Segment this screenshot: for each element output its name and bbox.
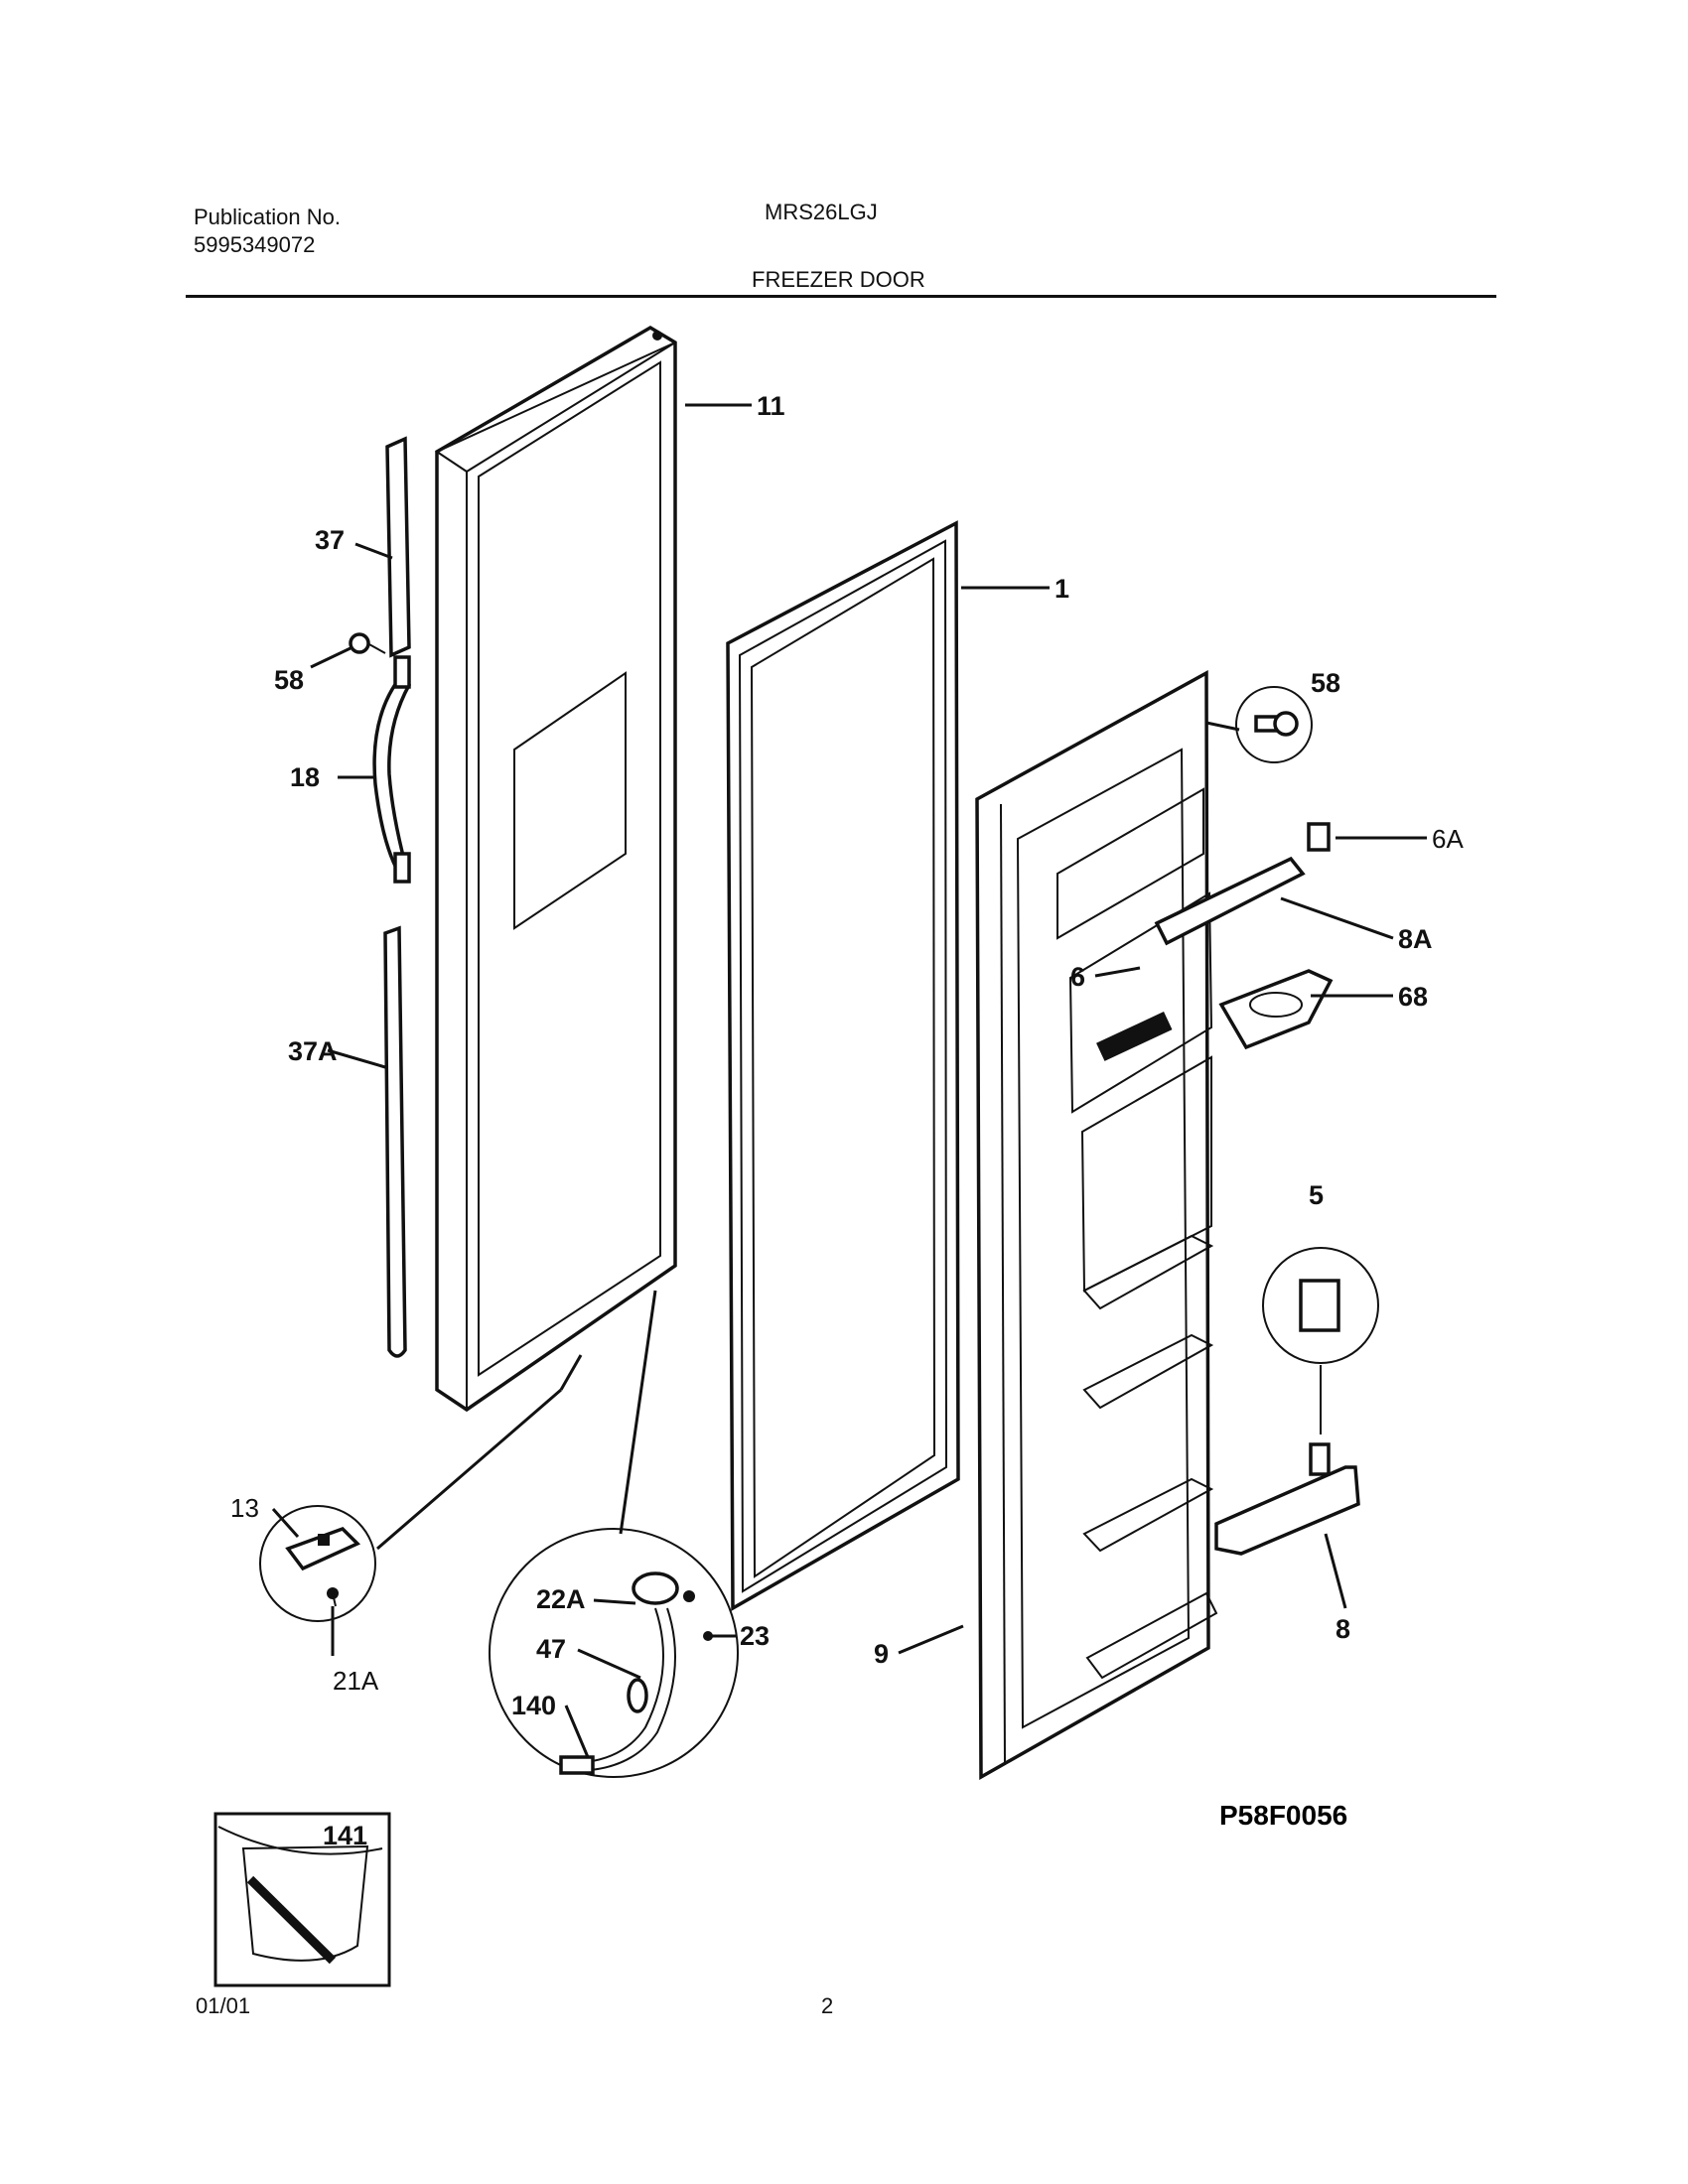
callout-8: 8 (1336, 1614, 1350, 1644)
rail-8a-part (1154, 856, 1306, 946)
callout-11: 11 (757, 391, 785, 421)
light-socket-detail (489, 1528, 739, 1778)
callout-18: 18 (290, 762, 320, 792)
callout-37a: 37A (288, 1036, 338, 1066)
upper-handle-trim-part (385, 436, 411, 658)
page-number: 2 (821, 1993, 834, 2018)
callout-6: 6 (1070, 962, 1085, 992)
model-number: MRS26LGJ (765, 200, 878, 224)
callout-8a: 8A (1398, 924, 1433, 954)
callout-9: 9 (874, 1639, 889, 1669)
screw-left-part (349, 632, 386, 654)
callout-58-right: 58 (1311, 668, 1340, 698)
door-frame-part (434, 325, 677, 1413)
clip-5-detail (1262, 1247, 1379, 1434)
callout-5: 5 (1309, 1180, 1324, 1210)
inner-door-liner-part (975, 670, 1218, 1780)
diagram-code: P58F0056 (1219, 1800, 1347, 1831)
leader-lines (271, 403, 1427, 1758)
callout-22a: 22A (536, 1584, 586, 1614)
callout-23: 23 (740, 1621, 770, 1651)
section-title: FREEZER DOOR (752, 267, 925, 292)
switch-housing-part (1218, 969, 1334, 1050)
bracket-part (1214, 1442, 1360, 1556)
door-gasket-part (726, 520, 960, 1612)
callout-1: 1 (1055, 574, 1069, 604)
clip-6a-part (1307, 822, 1331, 852)
callout-6a: 6A (1432, 824, 1464, 854)
callout-141: 141 (323, 1821, 367, 1850)
callout-140: 140 (511, 1691, 556, 1720)
callout-37: 37 (315, 525, 345, 555)
hinge-detail (259, 1505, 376, 1622)
footer-date: 01/01 (196, 1993, 251, 2018)
publication-number: 5995349072 (194, 232, 316, 257)
wrench-inset (213, 1812, 391, 1987)
publication-label: Publication No. (194, 205, 341, 229)
callout-47: 47 (536, 1634, 566, 1664)
callout-21a: 21A (333, 1666, 379, 1696)
screw-right-detail (1235, 686, 1313, 763)
header-rule (186, 295, 1496, 298)
handle-part (372, 655, 412, 884)
callout-68: 68 (1398, 982, 1428, 1012)
callout-13: 13 (230, 1493, 259, 1523)
lower-handle-trim-part (383, 925, 407, 1358)
callout-58-left: 58 (274, 665, 304, 695)
